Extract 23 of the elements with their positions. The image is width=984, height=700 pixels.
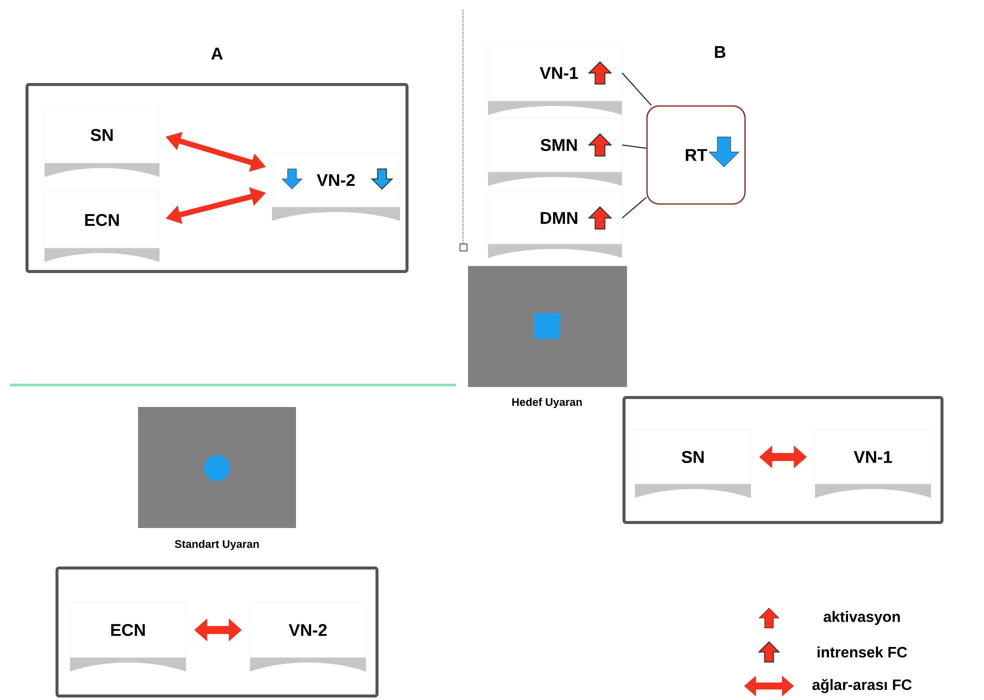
network-card: SN: [44, 106, 160, 177]
network-card: ECN: [70, 602, 186, 672]
result-box: RT: [646, 105, 746, 205]
network-card: SN: [634, 430, 752, 498]
network-card: VN-2: [272, 152, 400, 221]
network-card: ECN: [44, 192, 160, 262]
legend-label: ağlar-arası FC: [812, 678, 912, 694]
connector-line: [622, 72, 652, 106]
network-card: DMN: [488, 192, 622, 258]
caption: Hedef Uyaran: [512, 398, 582, 408]
network-card: VN-2: [250, 602, 366, 672]
connector-line: [622, 144, 647, 149]
network-card: SMN: [488, 118, 622, 186]
caption: Standart Uyaran: [174, 540, 259, 550]
panel-letter: B: [715, 46, 726, 58]
legend-label: aktivasyon: [824, 611, 900, 625]
network-card: VN-1: [814, 430, 932, 498]
network-card: VN-1: [488, 44, 622, 115]
frame-box: [622, 396, 944, 524]
legend-label: intrensek FC: [818, 646, 907, 658]
connector-line: [622, 196, 647, 218]
frame-box: [56, 566, 378, 698]
node-label: A: [211, 48, 223, 60]
